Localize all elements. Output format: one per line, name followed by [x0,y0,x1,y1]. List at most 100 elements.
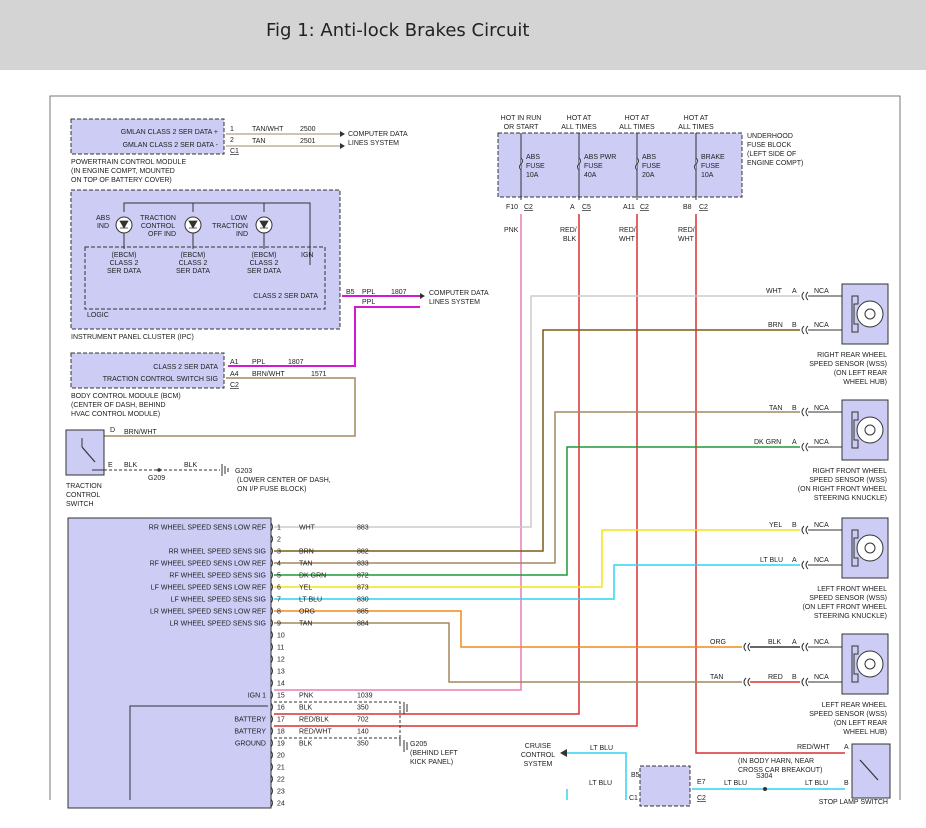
bottom-ltblu-4: LT BLU [805,780,828,787]
fuse-wire-2b: BLK [563,236,577,243]
diagram-frame [49,95,901,800]
pin-chevron [270,618,273,628]
ebcm-pin-number: 1 [277,525,281,532]
ipc-ebcm-3-l1: (EBCM) [252,252,277,259]
ebcm-pin-number: 9 [277,621,281,628]
wire-brnwht-tcs [104,377,356,437]
rr-pin-a: A [792,288,797,295]
pin-chevron [270,642,273,652]
bcm-line2: TRACTION CONTROL SWITCH SIG [103,376,218,383]
pcm-wire-2: TAN [252,138,265,145]
pin-chevron [270,678,273,688]
pcm-caption-2: (IN ENGINE COMPT, MOUNTED [71,168,175,175]
ipc-ebcm-2-l2: CLASS 2 [179,260,208,267]
cruise-arrow-icon [560,749,567,757]
tcs-caption-2: CONTROL [66,492,100,499]
body-control-module: CLASS 2 SER DATA TRACTION CONTROL SWITCH… [70,352,327,418]
fuse-hot-2-l1: HOT AT [567,115,592,122]
ebcm-pin-circuit: 884 [357,621,369,628]
lr-wire-blk: BLK [768,639,782,646]
lr-wire-org: ORG [710,639,726,646]
ebcm-pin-row: 20 [270,750,285,760]
fuse-3-l1: ABS [642,154,656,161]
fuse-hot-4-l2: ALL TIMES [678,124,714,131]
wire-blk-internal [129,705,268,800]
rf-pin-b: B [792,405,797,412]
wire-redwht-brake [695,214,845,754]
g205-note-1: (BEHIND LEFT [410,750,459,757]
lf-caption-1: LEFT FRONT WHEEL [817,586,887,593]
bcm-wire-1: PPL [252,359,265,366]
pin-chevron [270,522,273,532]
ipc-wire-ppl2: PPL [362,299,375,306]
ipc-dest-2: LINES SYSTEM [429,299,480,306]
fuse-hot-3-l2: ALL TIMES [619,124,655,131]
ipc-ind-2-l1: TRACTION [140,215,176,222]
rr-nca-b: NCA [814,322,829,329]
ebcm-pin-number: 22 [277,777,285,784]
ipc-wire-ppl: PPL [362,289,375,296]
ipc-caption: INSTRUMENT PANEL CLUSTER (IPC) [71,334,194,341]
fuse-wire-3b: WHT [619,236,636,243]
pin-chevron [270,654,273,664]
ebcm-pin-wire: LT BLU [299,597,322,604]
rr-caption-3: (ON LEFT REAR [834,370,887,377]
ebcm-pin-wire: DK GRN [299,573,326,580]
bottom-pin-c1: C1 [629,795,638,802]
fuse-1-l1: ABS [526,154,540,161]
ebcm-pin-circuit: 140 [357,729,369,736]
lr-nca-a: NCA [814,639,829,646]
fuse-2-l3: 40A [584,172,597,179]
rr-caption-4: WHEEL HUB) [843,379,887,386]
ipc-ind-3-l1: LOW [231,215,247,222]
wire-dkgrn-rf [274,446,800,576]
tcs-caption-3: SWITCH [66,501,94,508]
ebcm-pin-label: LR WHEEL SPEED SENS LOW REF [150,609,266,616]
ebcm-pin-number: 13 [277,669,285,676]
ebcm-pin-row: 11 [270,642,284,652]
ebcm-pin-number: 3 [277,549,281,556]
pin-chevron [270,594,273,604]
tcs-ground: G203 [235,468,252,475]
pin-chevron [270,714,273,724]
fuse-1-l2: FUSE [526,163,545,170]
ebcm-pin-number: 16 [277,705,285,712]
pin-chevron [270,558,273,568]
tcs-caption-1: TRACTION [66,483,102,490]
tcs-pin-e: E [108,462,113,469]
ebcm-pin-row: 24 [270,798,285,808]
pcm-dest-1: COMPUTER DATA [348,131,408,138]
lf-nca-b: NCA [814,522,829,529]
ebcm-pin-label: RR WHEEL SPEED SENS LOW REF [149,525,266,532]
ebcm-pin-circuit: 830 [357,597,369,604]
ipc-logic: LOGIC [87,312,109,319]
traction-control-switch: D BRN/WHT E BLK BLK G209 G203 (LOWER CEN… [65,427,331,508]
ipc-ebcm-3-l3: SER DATA [247,268,281,275]
lf-pin-a: A [792,557,797,564]
ipc-ebcm-2-l3: SER DATA [176,268,210,275]
rf-wire-b: TAN [769,405,782,412]
ebcm-pin-circuit: 702 [357,717,369,724]
ipc-ind-1-l1: ABS [96,215,110,222]
pcm-pin-1: 1 [230,126,234,133]
ebcm-pin-label: RF WHEEL SPEED SENS SIG [169,573,266,580]
cruise-l3: SYSTEM [524,761,553,768]
wire-redblk-batt [274,214,580,715]
ebcm-pin-circuit: 350 [357,705,369,712]
pin-chevron [270,726,273,736]
tcs-wire-e1: BLK [124,462,138,469]
ground-g205: G205 (BEHIND LEFT KICK PANEL) [274,701,459,766]
bottom-ltblu-1: LT BLU [590,745,613,752]
ebcm-pin-number: 23 [277,789,285,796]
pcm-circuit-2: 2501 [300,138,316,145]
fuse-pin-3: A11 [623,204,635,211]
pcm-line2: GMLAN CLASS 2 SER DATA - [123,142,219,149]
instrument-panel-cluster: ABS IND TRACTION CONTROL OFF IND LOW TRA… [70,189,489,341]
ebcm-pin-row: 10 [270,630,285,640]
fuse-conn-4: C2 [699,204,708,211]
ebcm-pin-label: BATTERY [234,717,266,724]
